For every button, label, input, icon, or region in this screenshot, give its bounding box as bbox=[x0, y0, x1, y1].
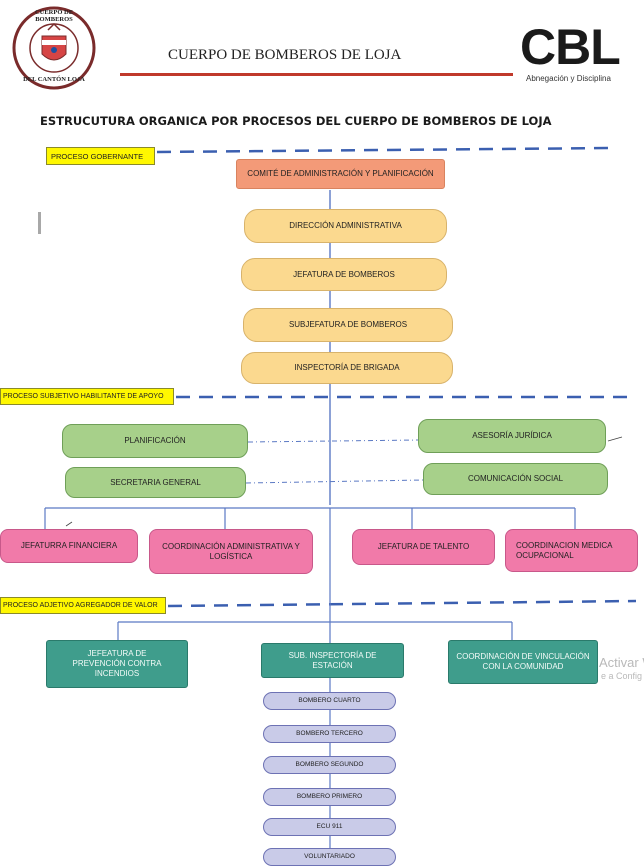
watermark-line-1: Activar W bbox=[599, 655, 644, 670]
unit-vinculacion: COORDINACIÓN DE VINCULACIÓN CON LA COMUN… bbox=[448, 640, 598, 684]
unit-asesoria: ASESORÍA JURÍDICA bbox=[418, 419, 606, 453]
cbl-logo: CBL Abnegación y Disciplina bbox=[518, 18, 644, 90]
unit-sub-inspectoria: SUB. INSPECTORÍA DE ESTACIÓN bbox=[261, 643, 404, 678]
header-red-rule bbox=[120, 73, 513, 76]
unit-planificacion: PLANIFICACIÓN bbox=[62, 424, 248, 458]
rank-item: BOMBERO SEGUNDO bbox=[263, 756, 396, 774]
rank-item: BOMBERO CUARTO bbox=[263, 692, 396, 710]
cbl-logo-letters: CBL bbox=[520, 19, 621, 75]
org-name: CUERPO DE BOMBEROS DE LOJA bbox=[168, 47, 402, 63]
seal-text-top: CUERPO DE BOMBEROS bbox=[34, 9, 74, 23]
rank-item: ECU 911 bbox=[263, 818, 396, 836]
section-label-habilitante: PROCESO SUBJETIVO HABILITANTE DE APOYO bbox=[0, 388, 174, 405]
unit-jefatura: JEFATURA DE BOMBEROS bbox=[241, 258, 447, 291]
cbl-logo-tagline: Abnegación y Disciplina bbox=[526, 74, 611, 83]
section-label-gobernante: PROCESO GOBERNANTE bbox=[46, 147, 155, 165]
section-divider-agregador bbox=[167, 599, 637, 608]
unit-direccion: DIRECCIÓN ADMINISTRATIVA bbox=[244, 209, 447, 243]
unit-subjefatura: SUBJEFATURA DE BOMBEROS bbox=[243, 308, 453, 342]
unit-coord-admin: COORDINACIÓN ADMINISTRATIVA Y LOGÍSTICA bbox=[149, 529, 313, 574]
rank-item: BOMBERO PRIMERO bbox=[263, 788, 396, 806]
unit-medica: COORDINACION MEDICA OCUPACIONAL bbox=[505, 529, 638, 572]
unit-secretaria: SECRETARIA GENERAL bbox=[65, 467, 246, 498]
unit-inspectoria: INSPECTORÍA DE BRIGADA bbox=[241, 352, 453, 384]
watermark-line-2: e a Config bbox=[601, 671, 643, 681]
seal-text-bottom: DEL CANTÓN LOJA bbox=[23, 76, 85, 83]
chart-title: ESTRUCUTURA ORGANICA POR PROCESOS DEL CU… bbox=[40, 114, 552, 128]
unit-talento: JEFATURA DE TALENTO bbox=[352, 529, 495, 565]
fire-department-seal: CUERPO DE BOMBEROS DEL CANTÓN LOJA bbox=[12, 6, 96, 90]
staff-link-top bbox=[247, 439, 421, 443]
rank-item: VOLUNTARIADO bbox=[263, 848, 396, 866]
unit-financiera: JEFATURRA FINANCIERA bbox=[0, 529, 138, 563]
unit-comunicacion: COMUNICACIÓN SOCIAL bbox=[423, 463, 608, 495]
rank-item: BOMBERO TERCERO bbox=[263, 725, 396, 743]
section-label-agregador: PROCESO ADJETIVO AGREGADOR DE VALOR bbox=[0, 597, 166, 614]
staff-link-bottom bbox=[245, 479, 425, 484]
unit-prevencion: JEFEATURA DE PREVENCIÓN CONTRA INCENDIOS bbox=[46, 640, 188, 688]
unit-comite: COMITÉ DE ADMINISTRACIÓN Y PLANIFICACIÓN bbox=[236, 159, 445, 189]
section-divider-gobernante bbox=[156, 146, 613, 154]
